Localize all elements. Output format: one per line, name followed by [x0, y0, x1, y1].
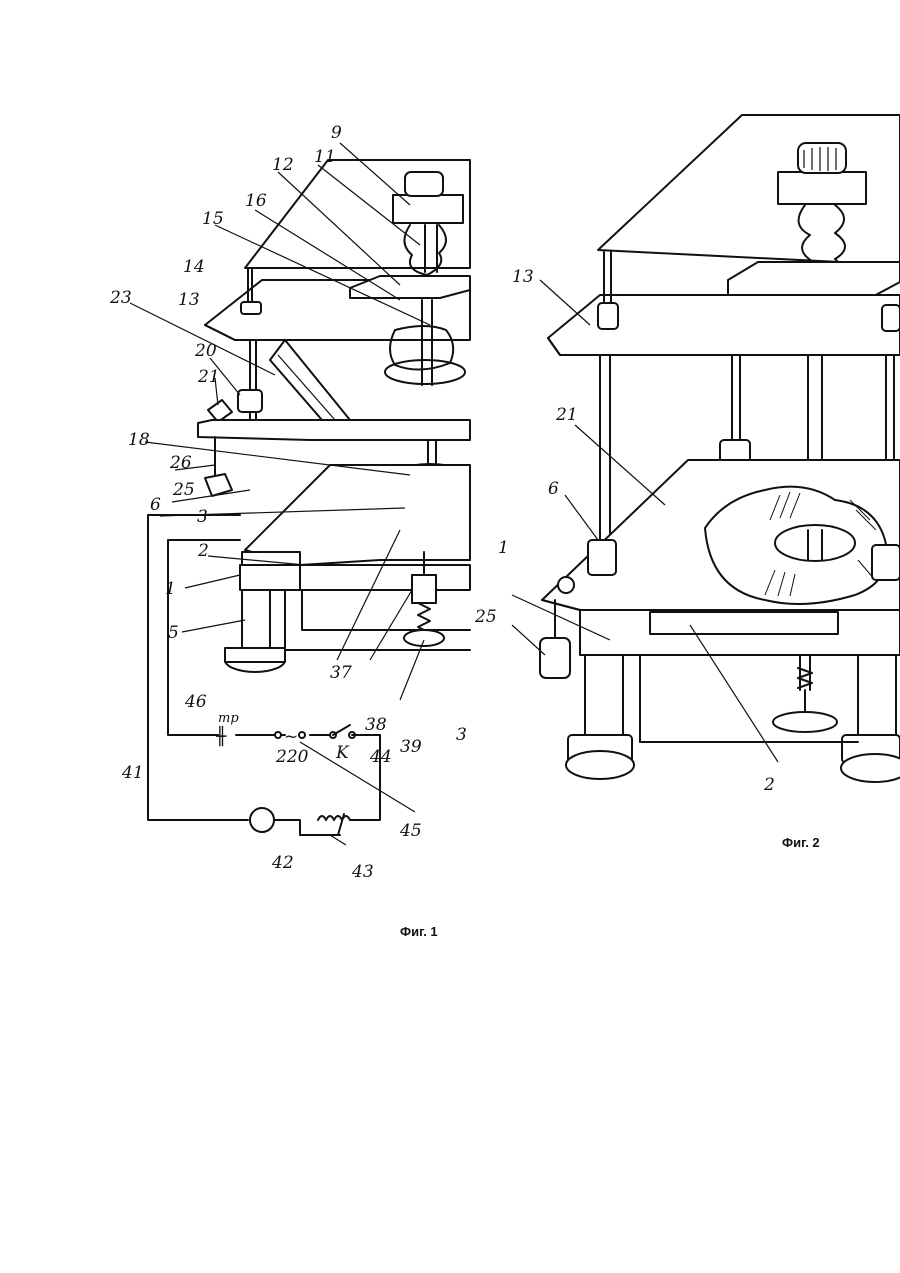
- fig1-meter-42: [250, 808, 274, 832]
- fig2-label-6: 6: [548, 479, 559, 499]
- fig1-label-23: 23: [109, 288, 132, 308]
- fig1-label-tilde: ~: [284, 727, 298, 747]
- fig2-weight-25: [540, 638, 570, 678]
- fig1-bushing-14: [241, 302, 261, 314]
- fig1-leg-5: [242, 590, 270, 648]
- fig1-jack-base-39: [404, 630, 444, 646]
- fig1-label-45: 45: [399, 821, 422, 841]
- fig1-label-46: 46: [184, 692, 207, 712]
- fig1-label-13: 13: [178, 290, 200, 310]
- fig1-label-41: 41: [121, 763, 144, 783]
- fig1-label-26: 26: [169, 453, 192, 473]
- fig2-label-2: 2: [763, 775, 775, 795]
- fig2-bushing: [598, 303, 618, 329]
- fig2-caption: Фиг. 2: [782, 835, 820, 850]
- fig1-middle-plate: [198, 420, 470, 440]
- fig2-screw-flange: [778, 172, 866, 204]
- fig1-label-38: 38: [365, 715, 387, 735]
- fig2-label-13: 13: [512, 267, 534, 287]
- fig2-label-1: 1: [498, 538, 509, 558]
- fig1-nut-21: [208, 400, 232, 422]
- fig1-caption: Фиг. 1: [400, 924, 438, 939]
- fig1-label-37: 37: [330, 663, 352, 683]
- fig2-plate-12: [728, 262, 900, 298]
- fig1-label-25: 25: [172, 480, 195, 500]
- fig1-jack-38: [412, 575, 436, 603]
- fig1-label-5: 5: [168, 623, 179, 643]
- fig1-plate-3: [245, 465, 470, 565]
- fig1-label-18: 18: [128, 430, 150, 450]
- fig1-label-3b: 3: [456, 725, 467, 745]
- fig1-label-2: 2: [197, 541, 209, 561]
- fig1-label-K: K: [335, 743, 350, 763]
- fig2-jack-base: [773, 712, 837, 732]
- fig1-label-39: 39: [400, 737, 422, 757]
- fig2-label-21: 21: [555, 405, 578, 425]
- fig1-label-6: 6: [150, 495, 161, 515]
- figure-1: 9 11 12 16 15 14 13 23 20 21 18 26 25 6 …: [109, 123, 470, 939]
- fig2-drawer-2: [650, 612, 838, 634]
- fig1-label-43: 43: [351, 862, 374, 882]
- fig1-label-16: 16: [245, 191, 267, 211]
- fig1-clamp-20: [238, 390, 262, 412]
- fig2-knob: [798, 143, 846, 173]
- fig1-label-21: 21: [197, 367, 220, 387]
- fig1-label-11: 11: [314, 147, 336, 167]
- fig2-bushing-6: [588, 540, 616, 575]
- fig1-label-1: 1: [165, 579, 176, 599]
- fig1-label-15: 15: [202, 209, 224, 229]
- fig1-fuse-symbol: ╫: [215, 726, 227, 747]
- fig2-label-25: 25: [474, 607, 497, 627]
- fig1-label-3: 3: [197, 507, 208, 527]
- fig1-label-14: 14: [183, 257, 205, 277]
- fig1-label-220: 220: [275, 747, 309, 767]
- fig1-label-20: 20: [194, 341, 217, 361]
- fig1-coil-43: [318, 816, 362, 820]
- fig1-label-9: 9: [331, 123, 342, 143]
- fig1-knob: [405, 172, 443, 196]
- fig1-label-12: 12: [272, 155, 294, 175]
- figure-2: 13 21 6 1 25 2 Фиг. 2: [474, 115, 900, 850]
- fig1-label-44: 44: [369, 747, 392, 767]
- fig1-weight-25: [205, 474, 232, 496]
- fig1-base-1: [240, 565, 300, 590]
- fig1-label-tr: тр: [218, 711, 239, 726]
- fig1-label-42: 42: [271, 853, 294, 873]
- fig2-sample-hole: [775, 525, 855, 561]
- fig2-leg-left: [585, 655, 623, 745]
